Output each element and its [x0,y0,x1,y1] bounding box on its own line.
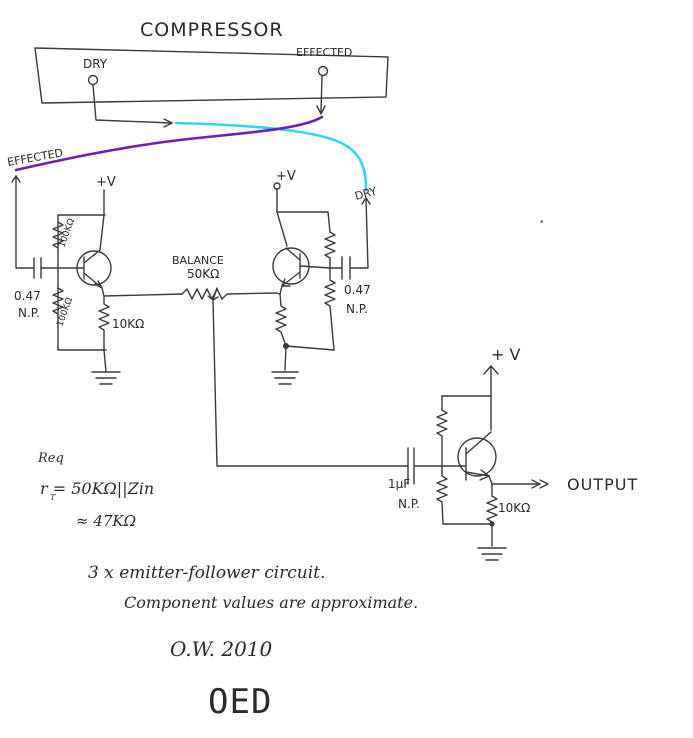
compressor-box: COMPRESSOR DRY EFFECTED [34,19,389,128]
note-line-2: Component values are approximate. [124,593,418,612]
output-cap-value: 1μF [388,477,410,491]
req-label: Req [37,451,64,466]
effected-patch-cable [14,115,324,172]
oed-logo: OED [208,682,272,722]
right-emitter-follower: +V 0.47 N.P. DRY [271,169,378,385]
output-r-emitter: 10KΩ [498,501,530,515]
output-emitter-follower: 1μF N.P. + V OUTPUT 10KΩ [388,345,638,561]
compressor-effected-label: EFFECTED [296,46,352,59]
signature: O.W. 2010 [170,637,273,661]
balance-label: BALANCE [172,254,224,267]
middle-supply-label: +V [276,169,296,184]
output-label: OUTPUT [567,475,638,494]
left-cap-type: N.P. [18,306,40,320]
impedance-formula: r = 50KΩ||Zin [40,479,154,498]
right-cap-type: N.P. [346,302,368,316]
balance-value: 50KΩ [187,267,219,281]
notes: Req r = 50KΩ||Zin T ≈ 47KΩ 3 x emitter-f… [37,451,418,722]
left-emitter-follower: EFFECTED 0.47 N.P. +V 100KΩ 100KΩ 10KΩ [6,146,183,385]
compressor-dry-label: DRY [83,57,108,71]
balance-pot: BALANCE 50KΩ [172,254,409,467]
left-r-top: 100KΩ [57,217,77,249]
compressor-title: COMPRESSOR [140,19,284,41]
output-supply-label: + V [491,345,520,364]
left-supply-label: +V [96,175,116,190]
dry-input-label: DRY [353,185,378,203]
right-cap-value: 0.47 [344,283,371,297]
left-cap-value: 0.47 [14,289,41,303]
dry-patch-cable [174,121,368,192]
output-cap-type: N.P. [398,497,420,511]
impedance-approx: ≈ 47KΩ [76,512,136,530]
impedance-formula-subscript: T [50,493,56,502]
left-r-emitter: 10KΩ [112,317,144,331]
note-line-1: 3 x emitter-follower circuit. [88,563,325,583]
